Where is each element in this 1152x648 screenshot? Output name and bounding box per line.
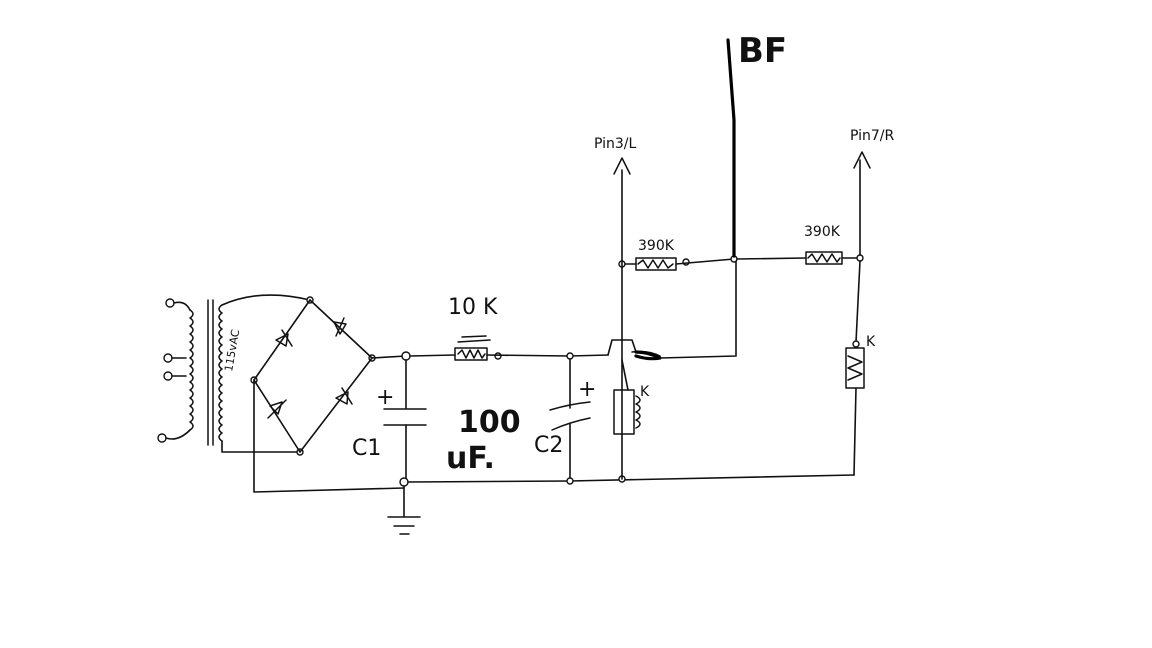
diode-4	[335, 387, 353, 405]
ground-icon	[387, 485, 421, 535]
pin-left-arrow	[613, 157, 631, 175]
resistor-left-label: 390K	[638, 238, 675, 254]
bridge-rectifier	[250, 296, 376, 456]
transformer-label: 115vAC	[222, 328, 242, 372]
c2-label: C2	[534, 433, 563, 458]
primary-terminal-mid2	[163, 371, 173, 381]
capacitor-c1: + C1	[352, 359, 427, 481]
resistor-left: 390K	[624, 238, 735, 271]
pot-right-mark: K	[866, 334, 876, 350]
series-resistor-label: 10 K	[448, 295, 498, 320]
diode-3	[267, 399, 287, 419]
bf-line	[726, 38, 736, 258]
primary-terminal-bottom	[157, 433, 167, 443]
potentiometer-left: K	[607, 339, 662, 435]
primary-terminal-mid1	[163, 353, 173, 363]
capacitance-unit: uF.	[446, 441, 495, 476]
primary-terminal-top	[165, 298, 175, 308]
resistor-right: 390K	[804, 224, 843, 265]
capacitance-value: 100	[458, 405, 521, 440]
c1-label: C1	[352, 436, 381, 461]
diode-1	[275, 329, 293, 347]
pin-right-label: Pin7/R	[850, 128, 895, 144]
resistor-right-label: 390K	[804, 224, 841, 240]
secondary-coil	[218, 304, 223, 442]
c2-plus: +	[578, 377, 596, 402]
capacitor-c2: + C2	[534, 352, 596, 479]
node-ground	[399, 477, 409, 487]
bf-label: BF	[738, 31, 787, 71]
node-c1-top	[401, 351, 411, 361]
pin-right-arrow	[853, 151, 871, 169]
diode-2	[333, 317, 347, 337]
transformer: 115vAC	[157, 298, 242, 446]
potentiometer-right: K	[845, 334, 876, 389]
pot-left-mark: K	[640, 384, 650, 400]
c1-plus: +	[376, 385, 394, 410]
pin-left-label: Pin3/L	[594, 136, 637, 152]
primary-coil	[189, 309, 194, 431]
series-resistor	[454, 335, 491, 361]
